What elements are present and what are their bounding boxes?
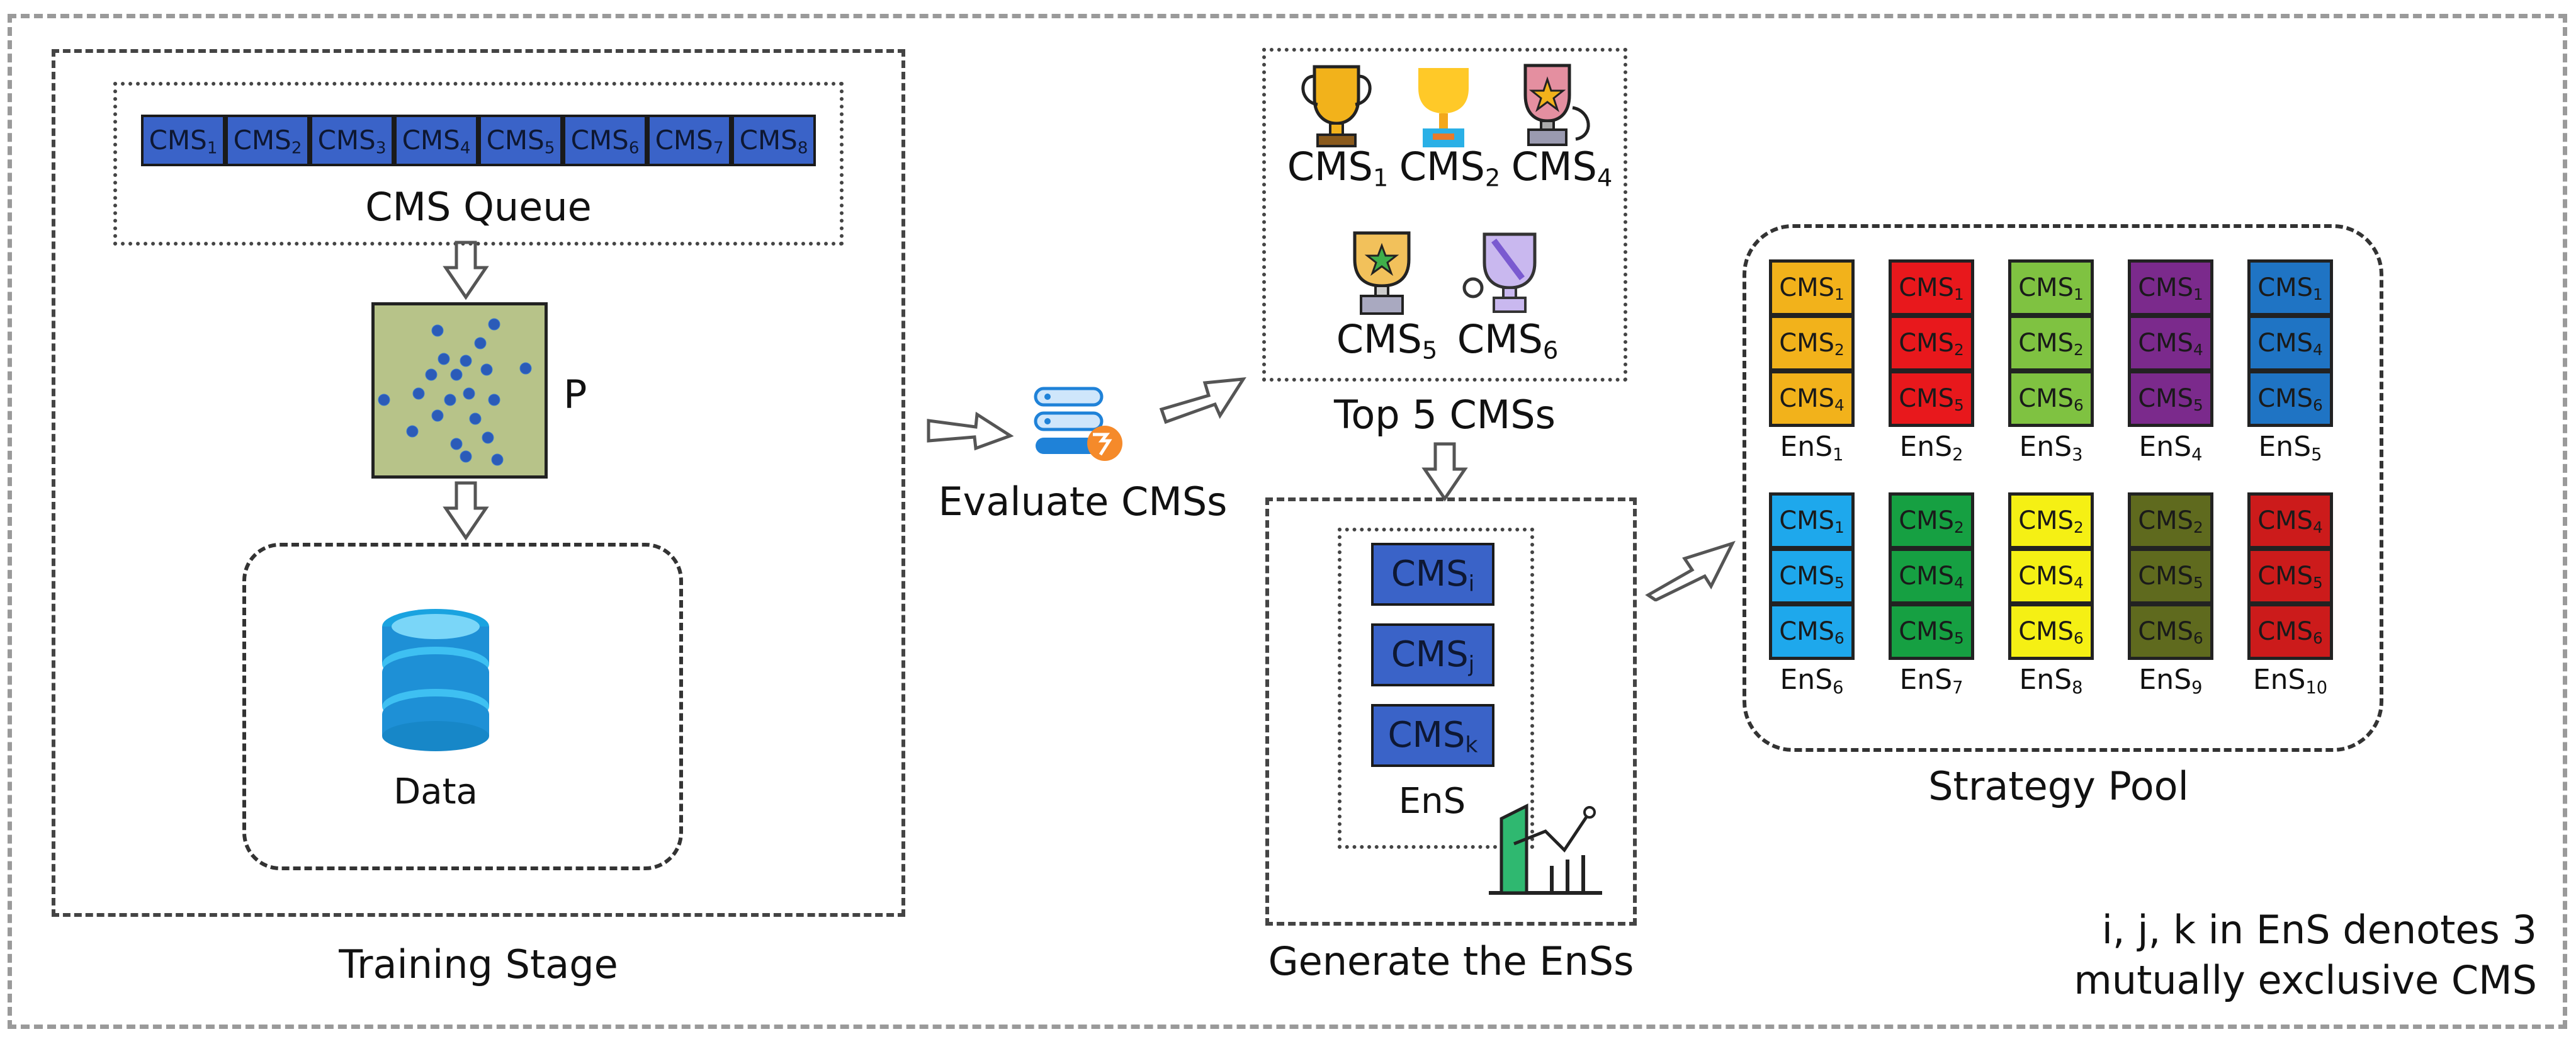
ens-item-k: CMSk — [1371, 704, 1494, 767]
strategy-cell: CMS4 — [2128, 315, 2213, 372]
strategy-cell: CMS6 — [1769, 603, 1855, 660]
trophy-cup-icon — [1462, 232, 1537, 313]
strategy-cell: CMS4 — [2247, 492, 2333, 549]
cms-queue-item: CMS2 — [225, 115, 310, 166]
scatter-panel — [371, 302, 548, 479]
strategy-cell: CMS2 — [1769, 315, 1855, 372]
cms-queue-box — [113, 82, 844, 246]
strategy-cell: CMS6 — [2247, 370, 2333, 427]
arrow-queue-to-p — [443, 241, 489, 300]
note-line-1: i, j, k in EnS denotes 3 — [2101, 907, 2537, 953]
strategy-cell: CMS5 — [2128, 370, 2213, 427]
trophy-medal-icon — [1353, 231, 1411, 315]
ens-inner-box — [1338, 528, 1534, 849]
strategy-cell: CMS4 — [2008, 548, 2094, 605]
strategy-name: EnS8 — [2019, 664, 2083, 698]
strategy-cell: CMS4 — [1769, 370, 1855, 427]
top5-item-4: CMS5 — [1336, 316, 1438, 365]
note-line-2: mutually exclusive CMS — [2074, 957, 2537, 1003]
ens-item-j: CMSj — [1371, 623, 1494, 686]
strategy-cell: CMS5 — [2247, 548, 2333, 605]
strategy-name: EnS9 — [2138, 664, 2203, 698]
strategy-cell: CMS4 — [2247, 315, 2333, 372]
arrow-to-evaluate — [927, 411, 1014, 451]
cms-queue-label: CMS Queue — [365, 184, 592, 230]
top5-label: Top 5 CMSs — [1334, 392, 1556, 438]
strategy-name: EnS4 — [2138, 431, 2203, 465]
strategy-pool-label: Strategy Pool — [1928, 763, 2189, 809]
strategy-cell: CMS6 — [2008, 370, 2094, 427]
strategy-cell: CMS6 — [2008, 603, 2094, 660]
strategy-name: EnS2 — [1899, 431, 1963, 465]
generate-label: Generate the EnSs — [1268, 938, 1634, 984]
strategy-cell: CMS1 — [2128, 259, 2213, 316]
strategy-cell: CMS2 — [2128, 492, 2213, 549]
evaluate-label: Evaluate CMSs — [938, 479, 1228, 525]
arrow-p-to-data — [443, 481, 489, 541]
analytics-icon — [1489, 803, 1602, 895]
strategy-cell: CMS2 — [2008, 492, 2094, 549]
data-label: Data — [393, 771, 478, 812]
cms-queue-item: CMS7 — [647, 115, 732, 166]
strategy-name: EnS3 — [2019, 431, 2083, 465]
strategy-pool-box — [1743, 224, 2383, 752]
strategy-name: EnS6 — [1780, 664, 1844, 698]
strategy-cell: CMS5 — [2128, 548, 2213, 605]
cms-queue-item: CMS4 — [394, 115, 478, 166]
training-stage-label: Training Stage — [339, 941, 618, 987]
p-label: P — [563, 372, 587, 417]
cms-queue-item: CMS1 — [141, 115, 225, 166]
cms-queue-item: CMS6 — [563, 115, 647, 166]
top5-item-1: CMS1 — [1287, 144, 1389, 193]
ens-item-i: CMSi — [1371, 543, 1494, 606]
strategy-cell: CMS2 — [1889, 315, 1974, 372]
strategy-cell: CMS6 — [2247, 603, 2333, 660]
strategy-cell: CMS5 — [1889, 603, 1974, 660]
strategy-cell: CMS2 — [2008, 315, 2094, 372]
strategy-name: EnS7 — [1899, 664, 1963, 698]
strategy-cell: CMS1 — [1769, 259, 1855, 316]
outer-frame — [8, 14, 2567, 1029]
training-stage-box — [52, 49, 905, 917]
database-icon — [382, 609, 489, 751]
cms-queue-item: CMS8 — [732, 115, 816, 166]
strategy-cell: CMS1 — [2247, 259, 2333, 316]
strategy-cell: CMS1 — [1889, 259, 1974, 316]
strategy-name: EnS10 — [2252, 664, 2328, 698]
strategy-name: EnS5 — [2258, 431, 2322, 465]
arrow-top5-to-generate — [1421, 442, 1468, 502]
strategy-cell: CMS1 — [1769, 492, 1855, 549]
data-box — [242, 543, 683, 870]
strategy-name: EnS1 — [1780, 431, 1844, 465]
top5-item-5: CMS6 — [1457, 316, 1559, 365]
strategy-cell: CMS1 — [2008, 259, 2094, 316]
strategy-cell: CMS6 — [2128, 603, 2213, 660]
arrow-to-top5 — [1159, 377, 1246, 424]
strategy-cell: CMS2 — [1889, 492, 1974, 549]
server-icon — [1034, 387, 1122, 461]
arrow-to-pool — [1645, 540, 1736, 601]
scatter-dots — [378, 318, 532, 466]
cms-queue-item: CMS3 — [310, 115, 394, 166]
strategy-cell: CMS5 — [1769, 548, 1855, 605]
trophy-gold-icon — [1301, 65, 1372, 147]
top5-item-3: CMS4 — [1511, 144, 1613, 193]
trophy-yellow-icon — [1418, 68, 1469, 147]
top5-item-2: CMS2 — [1399, 144, 1501, 193]
top5-box — [1262, 48, 1627, 382]
trophy-star-icon — [1523, 64, 1590, 146]
generate-box — [1265, 497, 1637, 926]
ens-label: EnS — [1398, 781, 1466, 822]
strategy-cell: CMS4 — [1889, 548, 1974, 605]
cms-queue-item: CMS5 — [478, 115, 563, 166]
strategy-cell: CMS5 — [1889, 370, 1974, 427]
